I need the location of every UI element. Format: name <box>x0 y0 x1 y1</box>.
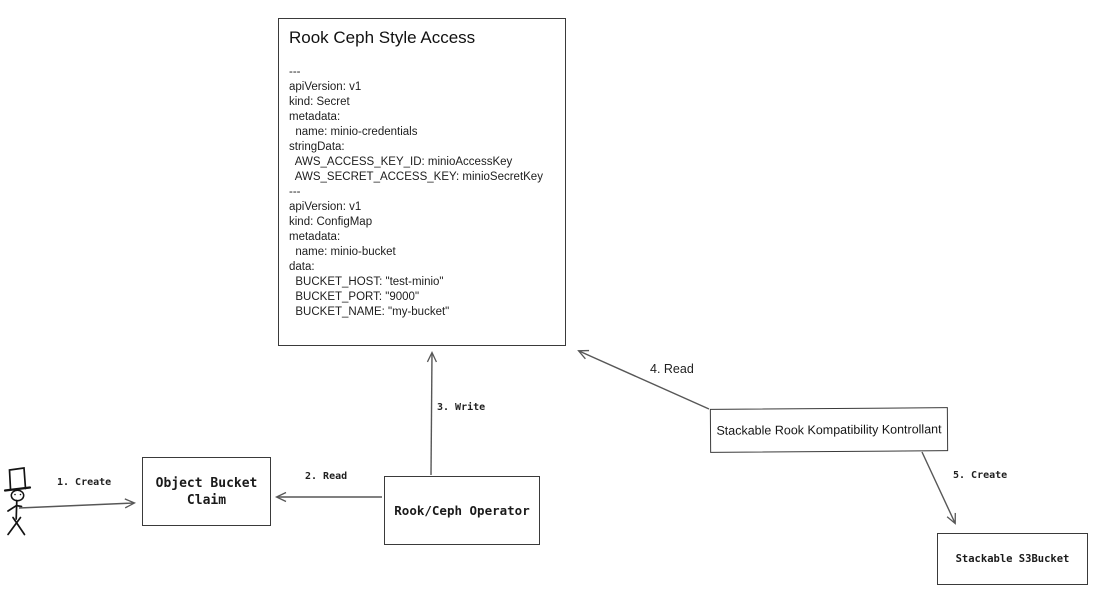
node-rook-ceph-style-access: Rook Ceph Style Access --- apiVersion: v… <box>278 18 566 346</box>
edge-5-create-arrow <box>921 451 956 525</box>
actor-leg-right <box>12 516 26 536</box>
actor-eye-right <box>19 493 22 496</box>
object-bucket-claim-label: Object Bucket Claim <box>155 475 258 508</box>
actor-stick-figure-icon <box>3 467 32 536</box>
edge-label-2-read: 2. Read <box>305 471 348 482</box>
node-rook-ceph-operator: Rook/Ceph Operator <box>384 476 540 545</box>
node-stackable-rook-kompatibility-kontrollant: Stackable Rook Kompatibility Kontrollant <box>709 407 949 453</box>
edge-label-5-create: 5. Create <box>953 470 1008 481</box>
actor-hat-crown <box>8 467 27 490</box>
edge-3-write-arrow <box>426 350 438 476</box>
actor-eye-left <box>14 493 16 496</box>
edge-4-read-arrow <box>577 349 710 410</box>
edge-label-3-write: 3. Write <box>437 402 486 413</box>
actor-arms <box>7 504 23 512</box>
edge-label-4-read: 4. Read <box>650 362 694 376</box>
yaml-box-content: --- apiVersion: v1 kind: Secret metadata… <box>289 66 543 318</box>
edge-label-1-create: 1. Create <box>57 477 112 488</box>
actor-hat-brim <box>3 486 32 492</box>
rook-ceph-operator-label: Rook/Ceph Operator <box>394 503 530 518</box>
actor-head <box>10 489 25 502</box>
edge-1-create-arrow <box>18 498 137 509</box>
stackable-s3bucket-label: Stackable S3Bucket <box>955 553 1070 565</box>
kontrollant-label: Stackable Rook Kompatibility Kontrollant <box>716 422 942 438</box>
node-object-bucket-claim: Object Bucket Claim <box>142 457 271 526</box>
node-stackable-s3bucket: Stackable S3Bucket <box>937 533 1088 585</box>
actor-leg-left <box>7 516 22 536</box>
actor-body <box>15 499 18 520</box>
yaml-box-title: Rook Ceph Style Access <box>289 28 476 47</box>
